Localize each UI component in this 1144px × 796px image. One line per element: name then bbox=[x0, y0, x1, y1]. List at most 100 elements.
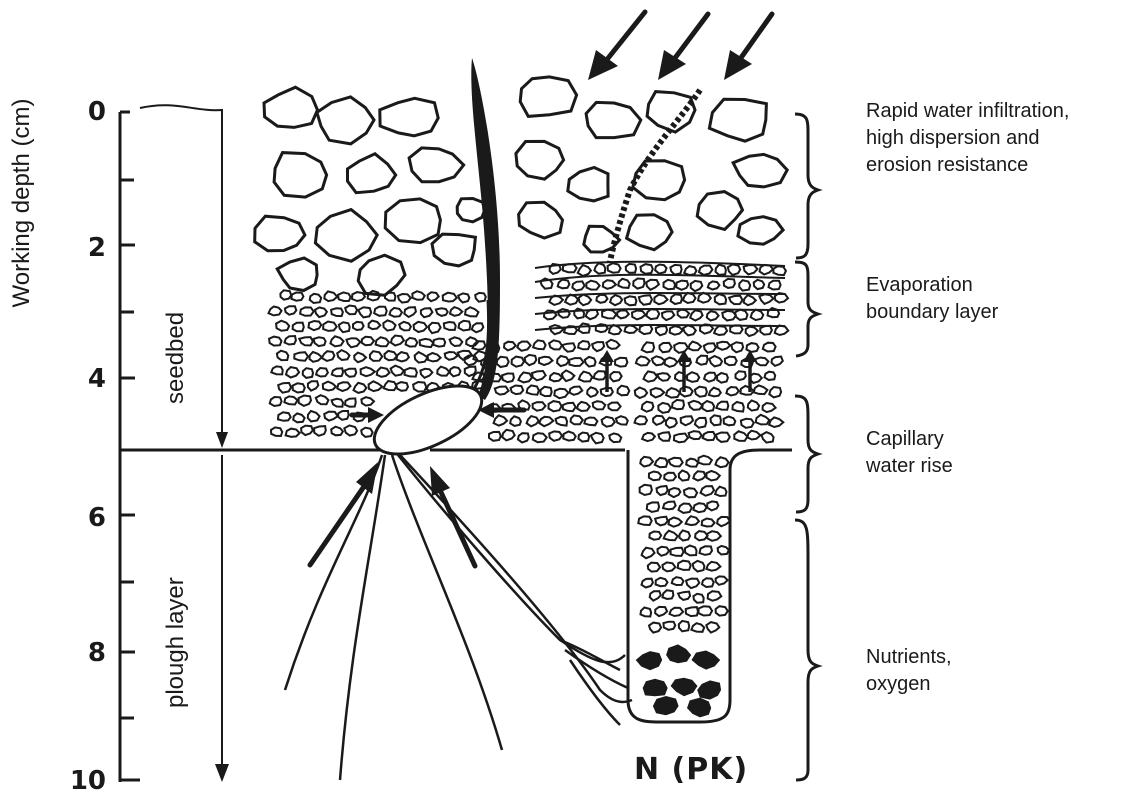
crumb-298 bbox=[709, 388, 721, 397]
tick-label-2: 2 bbox=[66, 235, 106, 261]
crumb-195 bbox=[699, 266, 713, 276]
crumb-16 bbox=[300, 307, 314, 315]
crumb-378 bbox=[686, 579, 699, 589]
crumb-353 bbox=[638, 516, 651, 525]
crumb-92 bbox=[396, 382, 408, 391]
crumb-145 bbox=[562, 370, 575, 381]
crumb-99 bbox=[284, 396, 297, 404]
crumb-352 bbox=[707, 501, 718, 510]
crumb-41 bbox=[472, 323, 484, 332]
crumb-18 bbox=[331, 308, 343, 316]
tick-label-10: 10 bbox=[66, 768, 106, 794]
crumb-181 bbox=[563, 432, 575, 441]
crumb-135 bbox=[569, 358, 583, 366]
crumb-244 bbox=[707, 311, 719, 320]
tick-label-6: 6 bbox=[66, 505, 106, 531]
crumb-339 bbox=[679, 470, 690, 480]
crumb-283 bbox=[772, 357, 783, 366]
crumb-282 bbox=[755, 358, 768, 366]
fertilizer-granule-3 bbox=[643, 679, 668, 697]
crumb-327 bbox=[716, 433, 730, 442]
crumb-65 bbox=[415, 352, 428, 363]
crumb-355 bbox=[669, 518, 682, 527]
crumb-138 bbox=[615, 358, 627, 367]
crumb-102 bbox=[332, 399, 343, 407]
plough-layer-arrowhead bbox=[215, 764, 229, 782]
crumb-179 bbox=[533, 433, 547, 442]
crumb-279 bbox=[709, 356, 722, 366]
crumb-293 bbox=[635, 388, 647, 399]
crumb-237 bbox=[602, 310, 616, 319]
crumb-370 bbox=[648, 563, 660, 572]
crumb-layer bbox=[269, 263, 789, 632]
crumb-198 bbox=[744, 265, 758, 274]
crumb-329 bbox=[748, 431, 761, 440]
crumb-61 bbox=[354, 353, 366, 363]
crumb-377 bbox=[672, 577, 684, 585]
crumb-127 bbox=[606, 340, 619, 349]
crumb-91 bbox=[384, 381, 397, 390]
fertilizer-granule-7 bbox=[687, 698, 711, 718]
fertilizer-granule-4 bbox=[671, 678, 698, 696]
crumb-267 bbox=[674, 343, 688, 353]
crumb-25 bbox=[436, 308, 448, 316]
tick-label-4: 4 bbox=[66, 366, 106, 392]
depth-axis bbox=[120, 112, 140, 782]
crumb-338 bbox=[664, 473, 676, 481]
clod-0 bbox=[264, 87, 318, 127]
crumb-43 bbox=[285, 336, 296, 345]
crumb-126 bbox=[592, 342, 604, 351]
crumb-166 bbox=[608, 403, 620, 411]
crumb-381 bbox=[650, 591, 661, 600]
crumb-361 bbox=[679, 530, 690, 540]
crumb-162 bbox=[549, 401, 562, 411]
crumb-310 bbox=[748, 400, 759, 410]
crumb-203 bbox=[572, 281, 584, 290]
crumb-113 bbox=[301, 426, 313, 436]
crumb-86 bbox=[308, 381, 318, 390]
crumb-88 bbox=[337, 382, 350, 391]
crumb-193 bbox=[670, 265, 681, 275]
crumb-385 bbox=[708, 591, 722, 601]
crumb-100 bbox=[299, 396, 311, 406]
crumb-104 bbox=[361, 397, 374, 405]
crumb-356 bbox=[686, 516, 699, 525]
crumb-320 bbox=[756, 415, 770, 425]
crumb-149 bbox=[495, 387, 509, 395]
crumb-125 bbox=[578, 341, 590, 349]
crumb-46 bbox=[330, 336, 343, 346]
crumb-303 bbox=[642, 402, 654, 412]
crumb-59 bbox=[322, 351, 335, 361]
crumb-11 bbox=[443, 293, 457, 302]
crumb-349 bbox=[663, 502, 676, 510]
crumb-219 bbox=[579, 295, 592, 306]
crumb-394 bbox=[679, 621, 689, 631]
crumb-147 bbox=[594, 371, 606, 380]
crumb-200 bbox=[773, 266, 786, 275]
crumb-214 bbox=[739, 280, 750, 290]
clod-9 bbox=[432, 234, 475, 266]
crumb-202 bbox=[558, 280, 570, 289]
crumb-180 bbox=[549, 431, 562, 440]
crumb-323 bbox=[658, 432, 670, 441]
crumb-204 bbox=[586, 281, 599, 290]
crumb-375 bbox=[642, 579, 653, 588]
crumb-229 bbox=[729, 296, 742, 304]
crumb-169 bbox=[527, 416, 539, 426]
crumb-246 bbox=[735, 310, 747, 320]
crumb-343 bbox=[657, 486, 668, 495]
crumb-36 bbox=[399, 322, 411, 331]
crumb-27 bbox=[465, 307, 478, 316]
crumb-325 bbox=[689, 431, 702, 439]
crumb-165 bbox=[593, 401, 606, 409]
crumb-14 bbox=[269, 307, 282, 316]
crumb-382 bbox=[663, 590, 674, 599]
crumb-249 bbox=[550, 325, 563, 334]
crumb-388 bbox=[670, 608, 684, 616]
crumb-174 bbox=[602, 417, 615, 427]
crumb-322 bbox=[642, 433, 655, 441]
crumb-120 bbox=[504, 342, 516, 351]
crumb-116 bbox=[344, 425, 357, 435]
crumb-242 bbox=[678, 310, 690, 318]
clod-13 bbox=[586, 102, 641, 137]
